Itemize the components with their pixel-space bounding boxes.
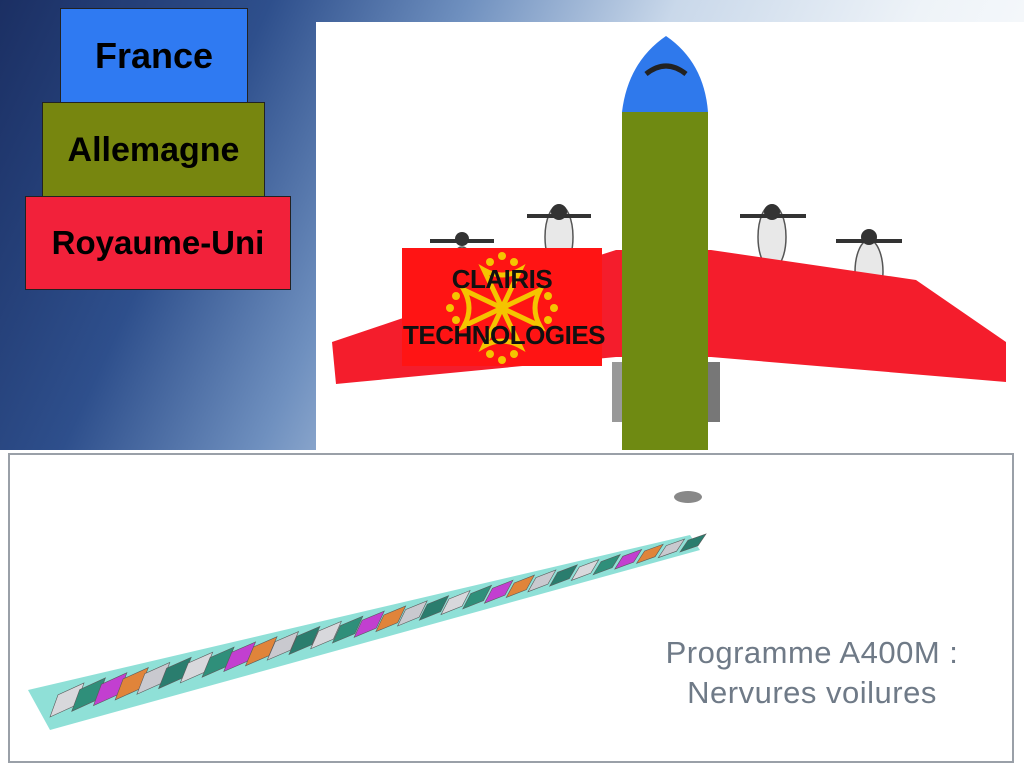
partner-box-royaume-uni: Royaume-Uni xyxy=(25,196,291,290)
wing-rib xyxy=(440,589,471,616)
wing-rib xyxy=(179,651,214,684)
wing-rib xyxy=(201,646,235,678)
clairis-logo xyxy=(402,248,602,366)
partner-label-france: France xyxy=(94,35,214,76)
partner-label-royaume-uni: Royaume-Uni xyxy=(51,224,265,261)
wing-rib xyxy=(570,559,600,582)
wing-rib xyxy=(288,625,321,655)
wing-ribs-panel: Programme A400M : Nervures voilures xyxy=(8,453,1014,763)
wing-tip-detail xyxy=(674,491,702,503)
wing-rib xyxy=(114,667,149,701)
wing-rib xyxy=(353,610,385,638)
fuselage-germany xyxy=(622,112,708,450)
wing-rib xyxy=(614,548,643,570)
wing-rib xyxy=(223,641,257,673)
partner-label-allemagne: Allemagne xyxy=(67,130,240,169)
occitan-cross-icon xyxy=(446,252,558,364)
wing-rib xyxy=(592,553,621,576)
caption-nervures: Nervures voilures xyxy=(687,675,937,710)
partner-box-france: France xyxy=(60,8,248,104)
partner-box-allemagne: Allemagne xyxy=(42,102,265,198)
wing-rib xyxy=(679,533,707,553)
a400m-aircraft-icon xyxy=(332,36,1006,450)
fuselage-side-left xyxy=(612,362,622,422)
wing-rib xyxy=(462,584,493,610)
wing-rib xyxy=(418,595,450,621)
wing-rib xyxy=(92,672,128,707)
fuselage-side-right xyxy=(708,362,720,422)
nose-france xyxy=(622,36,708,112)
wing-rib xyxy=(244,636,278,667)
wing-ribs-illustration xyxy=(28,491,707,730)
wing-rib xyxy=(483,579,514,604)
wing-rib xyxy=(635,543,664,564)
cockpit-windows xyxy=(644,63,688,77)
wing-rib xyxy=(657,538,686,559)
aircraft-diagram-panel xyxy=(316,22,1024,450)
wing-rib xyxy=(548,564,578,587)
wing-rib xyxy=(266,631,300,661)
engine-right-inner xyxy=(740,204,806,270)
wing-rib xyxy=(396,600,428,627)
wing-rib xyxy=(310,620,342,650)
wing-rib xyxy=(158,656,192,690)
wing-rib xyxy=(331,615,364,644)
logo-text-clairis: CLAIRIS xyxy=(451,264,553,294)
logo-text-technologies: TECHNOLOGIES xyxy=(402,320,606,350)
wing-rib xyxy=(527,569,557,593)
wing-rib xyxy=(375,605,407,633)
wing-rib xyxy=(49,682,85,718)
wing-rib xyxy=(71,677,106,712)
caption-programme: Programme A400M : xyxy=(665,635,959,670)
wing-rib xyxy=(505,574,536,599)
wing-rib xyxy=(136,661,171,695)
